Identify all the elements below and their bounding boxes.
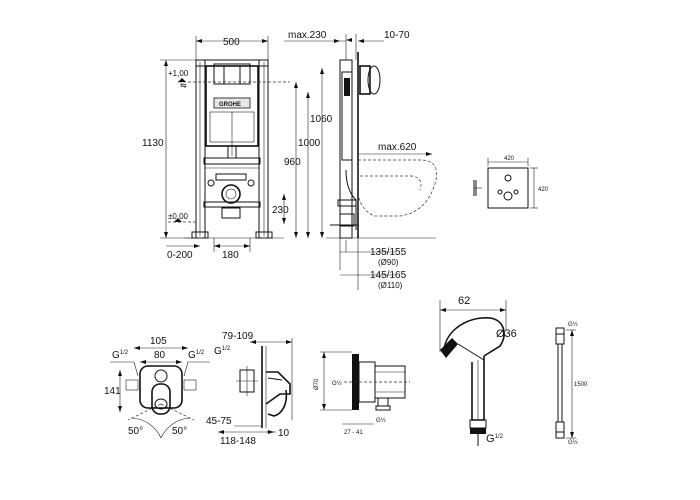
center-distance-label: 180 (222, 250, 239, 261)
h2-label: 1000 (298, 138, 321, 149)
spray-thread-label: G1/2 (486, 433, 504, 445)
mixer-front-view: 105 80 G1/2 G1/2 141 50° 50° (104, 336, 210, 439)
mixer-side-thread-label: G1/2 (214, 346, 231, 357)
mixer-angle-left-label: 50° (128, 426, 143, 437)
hose-length-label: 1500 (574, 382, 588, 388)
mixer-height-label: 141 (104, 386, 121, 397)
plus-level-label: +1,00 (168, 69, 189, 78)
adjust-label: 10-70 (384, 30, 410, 41)
mixer-thread-left-label: G1/2 (112, 350, 129, 361)
brand-logo-text: GROHE (219, 102, 241, 108)
hose-view: G½ 1500 G½ (555, 321, 588, 446)
mixer-range-label: 45-75 (206, 416, 232, 427)
zero-level-label: ±0,00 (168, 212, 189, 221)
hand-spray-view: 62 Ø36 G1/2 (439, 295, 517, 446)
pipe1-diameter-label: (Ø90) (378, 258, 399, 267)
valve-thread2-label: G½ (376, 417, 386, 424)
mixer-wall-label: 10 (278, 428, 290, 439)
frame-side-view: max.230 10-70 max.620 (284, 30, 437, 290)
depth-label: max.230 (288, 30, 327, 41)
bowl-depth-label: max.620 (378, 142, 417, 153)
mixer-width2-label: 80 (154, 350, 166, 361)
valve-diameter-label: Ø70 (314, 378, 320, 390)
spray-length-label: 62 (458, 295, 470, 307)
spray-diameter-label: Ø36 (496, 328, 517, 340)
mixer-thread-right-label: G1/2 (188, 350, 205, 361)
mixer-angle-right-label: 50° (172, 426, 187, 437)
h1-label: 1060 (310, 114, 333, 125)
mixer-depth-label: 79-109 (222, 331, 254, 342)
pipe2-label: 145/165 (370, 270, 407, 281)
plate-width-label: 420 (504, 156, 515, 162)
hose-top-thread-label: G½ (568, 321, 578, 328)
frame-width-label: 500 (223, 37, 240, 48)
h3-label: 960 (284, 157, 301, 168)
plate-height-label: 420 (538, 187, 549, 193)
wall-plate-view: 420 420 (473, 156, 549, 209)
frame-front-view: 500 GROHE (142, 36, 290, 261)
hose-bottom-thread-label: G½ (568, 439, 578, 446)
mixer-side-view: 79-109 G1/2 45-75 118-148 10 (206, 331, 293, 447)
wall-valve-view: Ø70 G½ G½ 27 - 41 (314, 351, 410, 436)
mixer-bottom-label: 118-148 (220, 436, 256, 447)
pipe2-diameter-label: (Ø110) (378, 281, 403, 290)
valve-thread1-label: G½ (332, 380, 342, 387)
valve-range-label: 27 - 41 (344, 430, 363, 436)
svg-text:⇋: ⇋ (180, 81, 187, 90)
left-offset-label: 0-200 (167, 250, 193, 261)
height-dimensions: 1060 1000 960 230 (272, 68, 333, 238)
mixer-width1-label: 105 (150, 336, 167, 347)
height-label: 1130 (142, 138, 164, 149)
pipe1-label: 135/155 (370, 247, 407, 258)
h4-label: 230 (272, 205, 289, 216)
